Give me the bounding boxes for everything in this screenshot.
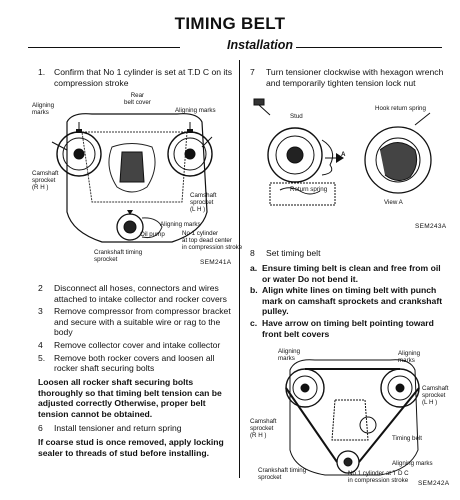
step-5-number: 5.	[38, 352, 46, 363]
step-7-text: Turn tensioner clockwise with hexagon wr…	[266, 67, 444, 88]
column-divider	[239, 60, 240, 478]
step-3: 3 Remove compressor from compressor brac…	[38, 306, 234, 338]
step-5: 5. Remove both rocker covers and loosen …	[38, 353, 234, 374]
label-aligning-marks-tl: Aligning marks	[278, 348, 301, 362]
figure-code-sem241a: SEM241A	[200, 259, 232, 266]
step-2-text: Disconnect all hoses, connectors and wir…	[54, 283, 227, 304]
step-1-number: 1.	[38, 67, 46, 77]
step-4-text: Remove collector cover and intake collec…	[54, 339, 221, 350]
section-header: Installation	[28, 38, 442, 54]
step-8-text: Set timing belt	[266, 248, 321, 258]
step-2-number: 2	[38, 283, 43, 293]
substep-c-text: Have arrow on timing belt pointing towar…	[262, 317, 434, 339]
step-8-number: 8	[250, 248, 255, 258]
page-title: TIMING BELT	[174, 14, 286, 33]
engine-front-diagram	[51, 113, 213, 243]
section-rule-left	[28, 47, 180, 48]
label-stud: Stud	[290, 113, 303, 120]
step-5-text: Remove both rocker covers and loosen all…	[54, 352, 215, 374]
figure-tensioner: Stud Hook return spring A Return spring …	[250, 95, 450, 235]
step-6-number: 6	[38, 423, 43, 433]
label-timing-belt: Timing belt	[392, 435, 423, 442]
tensioner-diagram	[253, 98, 432, 206]
substep-a-number: a.	[250, 263, 258, 273]
label-rear-belt-cover: Rear belt cover	[124, 92, 151, 106]
substep-c: c. Have arrow on timing belt pointing to…	[250, 318, 450, 339]
step-8: 8 Set timing belt	[250, 248, 450, 259]
step-3-text: Remove compressor from compressor bracke…	[54, 306, 231, 338]
step-3-number: 3	[38, 306, 43, 317]
step-6-text: Install tensioner and return spring	[54, 423, 182, 433]
label-camshaft-rh: Camshaft sprocket (R H )	[250, 418, 277, 439]
figure-code-sem242a: SEM242A	[418, 480, 450, 487]
substep-a: a. Ensure timing belt is clean and free …	[250, 263, 450, 284]
label-hook-return-spring: Hook return spring	[375, 105, 426, 112]
label-view-a: View A	[384, 199, 403, 206]
step-4-number: 4	[38, 339, 43, 350]
substep-b-text: Align white lines on timing belt with pu…	[262, 285, 443, 317]
step-2: 2 Disconnect all hoses, connectors and w…	[38, 283, 234, 304]
step-1: 1. Confirm that No 1 cylinder is set at …	[38, 67, 234, 88]
steps-2-5: 2 Disconnect all hoses, connectors and w…	[38, 283, 234, 374]
figure-engine-front: Rear belt cover Aligning marks Aligning …	[32, 92, 242, 272]
section-title: Installation	[223, 38, 297, 52]
timing-belt-diagram	[285, 359, 420, 476]
step-4: 4 Remove collector cover and intake coll…	[38, 340, 234, 351]
figure-code-sem243a: SEM243A	[415, 223, 447, 230]
step-6: 6 Install tensioner and return spring	[38, 423, 234, 434]
section-rule-right	[296, 47, 442, 48]
step-1-text: Confirm that No 1 cylinder is set at T.D…	[54, 67, 232, 88]
substep-a-text: Ensure timing belt is clean and free fro…	[262, 263, 441, 284]
substep-b: b. Align white lines on timing belt with…	[250, 285, 450, 317]
warning-rocker-bolts: Loosen all rocker shaft securing bolts t…	[38, 377, 222, 419]
step-7-number: 7	[250, 67, 255, 77]
label-no1-cylinder: No 1 cylinder at top dead center in comp…	[182, 230, 243, 251]
substep-b-number: b.	[250, 285, 258, 296]
step-7: 7 Turn tensioner clockwise with hexagon …	[250, 67, 450, 88]
label-camshaft-lh: Camshaft sprocket (L H )	[422, 385, 449, 406]
label-no1-tdc: No 1 cylinder at T D C in compression st…	[348, 470, 409, 484]
warning-coarse-stud: If coarse stud is once removed, apply lo…	[38, 437, 224, 458]
label-crankshaft-sprocket: Crankshaft timing sprocket	[94, 249, 143, 263]
label-aligning-marks-tr: Aligning marks	[398, 350, 421, 364]
label-aligning-marks-bottom: Aligning marks	[392, 460, 433, 467]
step-8-substeps: a. Ensure timing belt is clean and free …	[250, 263, 450, 339]
label-aligning-marks-tl: Aligning marks	[32, 102, 55, 116]
label-return-spring: Return spring	[290, 186, 328, 193]
label-camshaft-rh: Camshaft sprocket (R H )	[32, 170, 59, 191]
label-crankshaft-sprocket: Crankshaft timing sprocket	[258, 467, 307, 481]
label-view-arrow-a: A	[341, 151, 346, 158]
label-aligning-marks-bottom: Aligning marks	[160, 221, 201, 228]
label-camshaft-lh: Camshaft sprocket (L H )	[190, 192, 217, 213]
label-oil-pump: Oil pump	[140, 231, 165, 238]
label-aligning-marks-tr: Aligning marks	[175, 107, 216, 114]
substep-c-number: c.	[250, 317, 258, 328]
figure-timing-belt: Aligning marks Aligning marks Camshaft s…	[250, 340, 455, 490]
